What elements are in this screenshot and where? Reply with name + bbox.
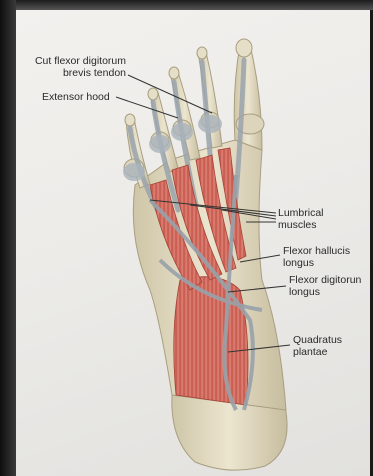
label-extensor-hood: Extensor hood xyxy=(42,91,110,103)
label-flexor-hallucis-longus: Flexor hallucis longus xyxy=(283,245,350,269)
label-lumbrical-muscles: Lumbrical muscles xyxy=(278,207,324,231)
label-cut-flexor-digitorum: Cut flexor digitorum brevis tendon xyxy=(14,55,126,79)
label-flexor-digitorum-longus: Flexor digitorun longus xyxy=(289,274,361,298)
label-quadratus-plantae: Quadratus plantae xyxy=(293,334,342,358)
